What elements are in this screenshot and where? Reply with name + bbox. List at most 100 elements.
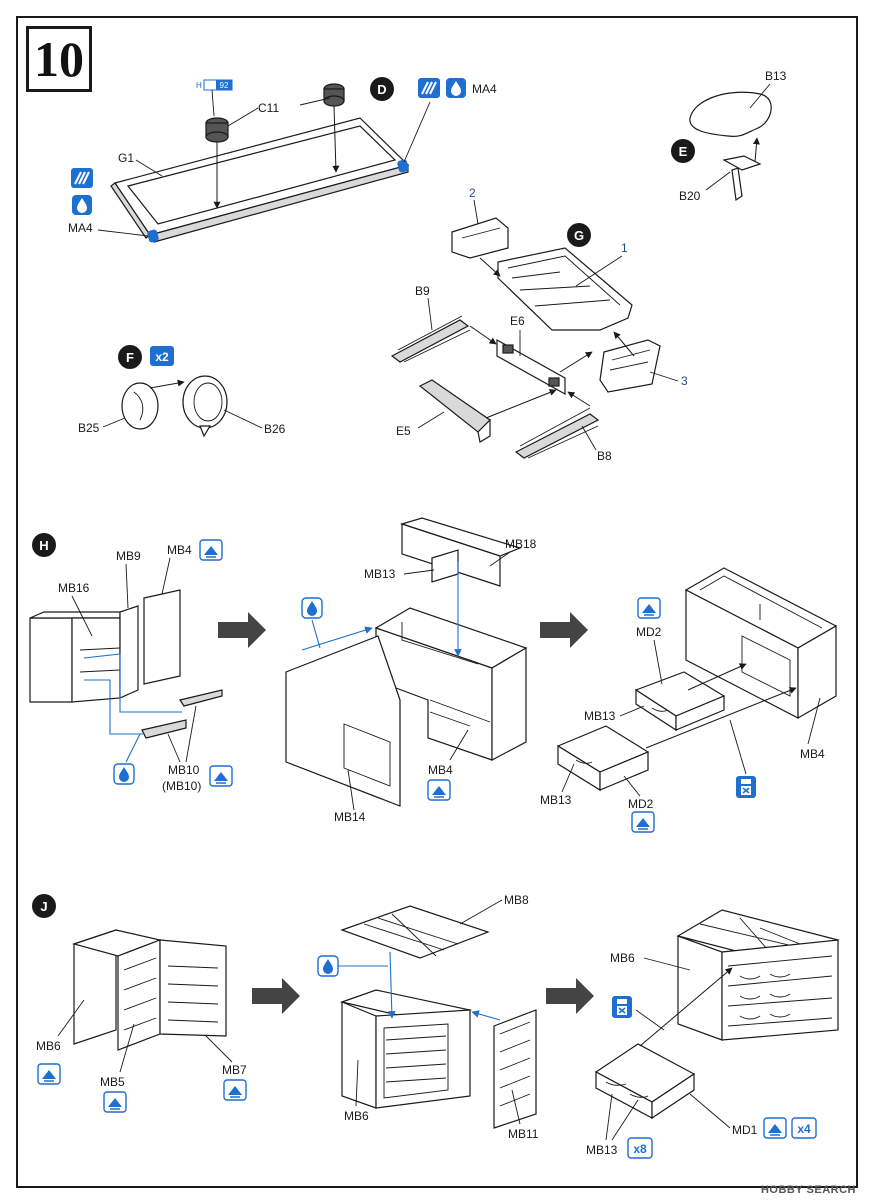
label-b20: B20 [679, 189, 701, 203]
label-mb13-d: MB13 [586, 1143, 618, 1157]
label-mb6-c: MB6 [610, 951, 635, 965]
mb9-panel [119, 605, 139, 699]
up-arrow-icon [37, 1063, 61, 1085]
up-arrow-icon [103, 1091, 127, 1113]
label-ma4-right: MA4 [472, 82, 497, 96]
label-part-2: 2 [469, 186, 476, 200]
c11-part-right [323, 83, 345, 107]
mb14-panel [285, 635, 401, 807]
label-part-1: 1 [621, 241, 628, 255]
section-h: H MB9 MB16 MB4 MB10 (MB10) [29, 517, 838, 833]
label-e6: E6 [510, 314, 525, 328]
x8-badge [627, 1137, 653, 1159]
label-mb6-b: MB6 [344, 1109, 369, 1123]
label-b9: B9 [415, 284, 430, 298]
marker-h-text: H [39, 538, 48, 553]
direction-arrow-icon [252, 978, 300, 1014]
marker-d-text: D [377, 82, 386, 97]
paint-code: 92 [220, 81, 229, 90]
up-arrow-icon [199, 539, 223, 561]
count-x8: x8 [633, 1142, 647, 1156]
x4-badge [791, 1117, 817, 1139]
no-glue-icon [611, 995, 633, 1019]
marker-g [567, 223, 591, 247]
paint-ref: H 92 [196, 79, 233, 117]
label-b8: B8 [597, 449, 612, 463]
label-e5: E5 [396, 424, 411, 438]
label-mb16: MB16 [58, 581, 90, 595]
glue-drop-icon [301, 597, 323, 619]
mb11-panel [493, 1009, 537, 1129]
label-mb7: MB7 [222, 1063, 247, 1077]
label-g1: G1 [118, 151, 134, 165]
e5-block [418, 379, 491, 433]
label-mb6-a: MB6 [36, 1039, 61, 1053]
x2-badge [150, 346, 174, 366]
marker-f [118, 345, 142, 369]
marker-g-text: G [574, 228, 584, 243]
b25-part [121, 382, 159, 430]
up-arrow-icon [763, 1117, 787, 1139]
seat-part-1 [497, 247, 633, 331]
mb6-side-c [677, 935, 723, 1041]
up-arrow-icon [209, 765, 233, 787]
mb7-back [159, 939, 227, 1037]
label-mb4-c: MB4 [800, 747, 825, 761]
label-mb14: MB14 [334, 810, 366, 824]
label-mb9: MB9 [116, 549, 141, 563]
count-x4: x4 [797, 1122, 811, 1136]
up-arrow-icon [631, 811, 655, 833]
label-mb13-b: MB13 [584, 709, 616, 723]
label-md2-b: MD2 [628, 797, 654, 811]
marker-f-text: F [126, 350, 134, 365]
seat-part-2 [451, 217, 509, 259]
section-e: E B13 B20 [671, 69, 787, 203]
mb6-side-b [341, 1001, 377, 1109]
label-mb8: MB8 [504, 893, 529, 907]
b13-part [689, 91, 772, 137]
label-mb10: MB10 [168, 763, 200, 777]
b8-rail [514, 413, 600, 459]
watermark: HOBBY SEARCH [760, 1184, 856, 1196]
label-mb5: MB5 [100, 1075, 125, 1089]
label-mb13-c: MB13 [540, 793, 572, 807]
label-mb18: MB18 [505, 537, 537, 551]
up-arrow-icon [637, 597, 661, 619]
up-arrow-icon [427, 779, 451, 801]
label-md1: MD1 [732, 1123, 758, 1137]
direction-arrow-icon [218, 612, 266, 648]
label-mb4-b: MB4 [428, 763, 453, 777]
label-mb13-a: MB13 [364, 567, 396, 581]
section-f: F x2 B25 B26 [78, 345, 286, 438]
e6-bracket [496, 338, 566, 396]
label-mb11: MB11 [508, 1127, 539, 1141]
b20-part [731, 167, 743, 202]
direction-arrow-icon [546, 978, 594, 1014]
section-j: J MB6 MB5 MB7 [32, 893, 840, 1159]
mb8-top [340, 905, 490, 959]
marker-j-text: J [40, 899, 47, 914]
label-b25: B25 [78, 421, 100, 435]
paint-stripe-icon [417, 77, 441, 99]
up-arrow-icon [223, 1079, 247, 1101]
marker-h [32, 533, 56, 557]
label-md2-a: MD2 [636, 625, 662, 639]
paint-prefix: H [196, 81, 202, 90]
mb4-side-a [143, 589, 181, 685]
marker-j [32, 894, 56, 918]
label-b26: B26 [264, 422, 286, 436]
glue-drop-icon [317, 955, 339, 977]
marker-e-text: E [679, 144, 688, 159]
no-glue-icon [735, 775, 757, 799]
label-ma4-left: MA4 [68, 221, 93, 235]
section-g: G 2 1 3 B9 E6 [390, 186, 688, 463]
direction-arrow-icon [540, 612, 588, 648]
mb10-rail-b [141, 719, 187, 739]
count-x2: x2 [155, 350, 169, 364]
section-d: D C11 [68, 77, 497, 243]
glue-drop-icon [72, 195, 92, 215]
step-number: 10 [26, 26, 92, 92]
marker-e [671, 139, 695, 163]
